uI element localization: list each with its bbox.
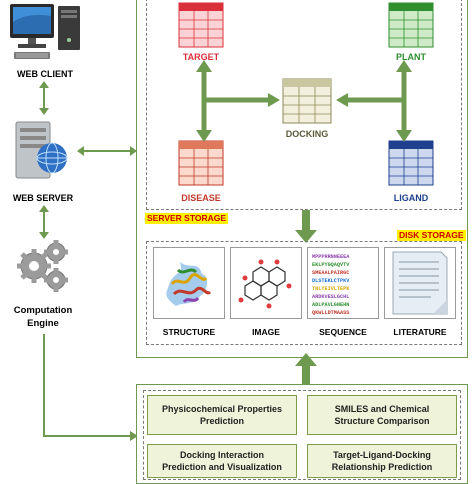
web-client-label: WEB CLIENT: [17, 69, 73, 79]
server-frame-arrow: [77, 146, 137, 156]
ligand-label: LIGAND: [393, 193, 429, 203]
engine-modules-arrow: [43, 334, 138, 441]
svg-text:ARDKVESLGCHL: ARDKVESLGCHL: [312, 294, 349, 300]
target-label: TARGET: [182, 52, 220, 62]
disk-storage-box: [146, 241, 462, 345]
svg-text:DLSTEKLCTPKV: DLSTEKLCTPKV: [312, 278, 350, 284]
computer-icon: [8, 2, 84, 64]
server-icon: [12, 118, 74, 182]
table-icon: [282, 78, 332, 124]
sequence-label: SEQUENCE: [319, 327, 367, 337]
table-icon: [388, 140, 434, 186]
gears-icon: [12, 238, 74, 296]
module-relationship-line2: Relationship Prediction: [331, 462, 433, 472]
disk-storage-tag: DISK STORAGE: [397, 230, 466, 241]
web-server-label: WEB SERVER: [12, 193, 74, 203]
computation-engine-label-2: Engine: [27, 318, 59, 329]
docking-label: DOCKING: [285, 129, 329, 139]
computation-engine-label-1: Computation: [13, 305, 73, 316]
table-icon: [388, 2, 434, 48]
plant-label: PLANT: [396, 52, 426, 62]
module-physicochemical-line1: Physicochemical Properties: [161, 404, 283, 414]
protein-icon: [153, 247, 225, 319]
server-storage-tag: SERVER STORAGE: [145, 213, 229, 224]
literature-label: LITERATURE: [393, 327, 447, 337]
table-icon: [178, 2, 224, 48]
database-dashed-box: [146, 0, 462, 210]
disease-label: DISEASE: [181, 193, 221, 203]
svg-text:MPPPRRNNEEEA: MPPPRRNNEEEA: [312, 254, 350, 260]
module-physicochemical-line2: Prediction: [199, 416, 244, 426]
svg-text:SMEAALPAIRGC: SMEAALPAIRGC: [312, 270, 349, 276]
image-label: IMAGE: [252, 327, 280, 337]
sequence-icon: MPPPRRNNEEEA EKLPYGQAQVTV SMEAALPAIRGC D…: [307, 247, 379, 319]
module-relationship-line1: Target-Ligand-Docking: [333, 450, 431, 460]
to-disk-arrow: [295, 210, 317, 243]
svg-text:ADLPAVLGNEHN: ADLPAVLGNEHN: [312, 302, 349, 308]
client-server-arrow: [39, 81, 49, 115]
module-smiles-line2: Structure Comparison: [334, 416, 430, 426]
svg-text:EKLPYGQAQVTV: EKLPYGQAQVTV: [312, 262, 350, 268]
module-smiles-line1: SMILES and Chemical: [334, 404, 430, 414]
svg-text:QKWLLDTMAASS: QKWLLDTMAASS: [312, 310, 349, 316]
module-docking-line1: Docking Interaction: [179, 450, 264, 460]
table-icon: [178, 140, 224, 186]
structure-label: STRUCTURE: [162, 327, 216, 337]
modules-storage-arrow: [295, 353, 317, 387]
svg-text:TNLYEIVLTEPK: TNLYEIVLTEPK: [312, 286, 350, 292]
module-docking-line2: Prediction and Visualization: [162, 462, 282, 472]
document-icon: [384, 247, 456, 319]
docking-connectors: [196, 60, 412, 142]
molecule-icon: [230, 247, 302, 319]
server-engine-arrow: [39, 205, 49, 239]
